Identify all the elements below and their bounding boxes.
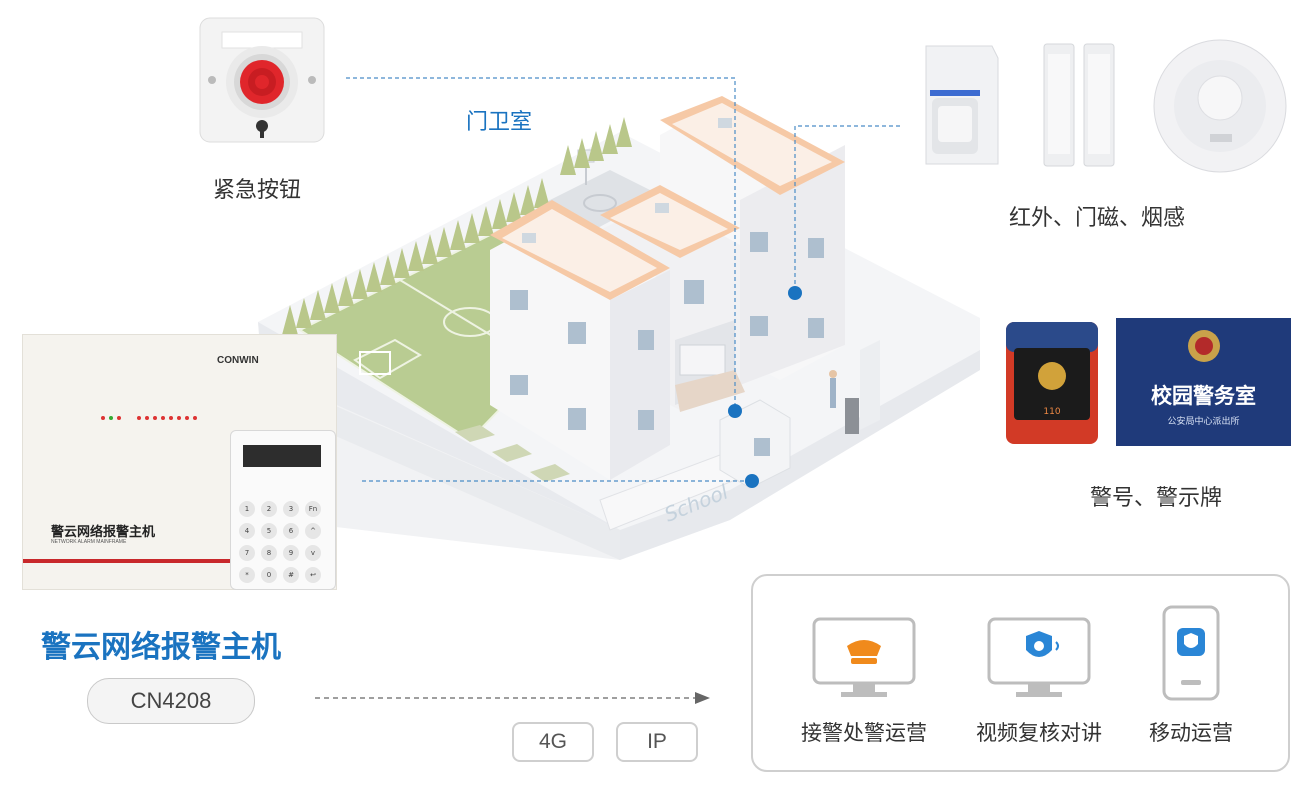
- shield-video-monitor-icon: [987, 617, 1091, 697]
- building-left: [490, 200, 670, 480]
- siren-code: 110: [1043, 407, 1060, 417]
- device-leds: [101, 416, 197, 420]
- pir-sensor-image: [925, 45, 999, 165]
- platform-label-video: 视频复核对讲: [976, 721, 1102, 745]
- siren-sign-label: 警号、警示牌: [1090, 486, 1223, 511]
- device-name-en: NETWORK ALARM MAINFRAME: [51, 539, 127, 545]
- device-name: 警云网络报警主机: [51, 525, 156, 540]
- keypad-key: Fn: [305, 501, 321, 517]
- police-cap-monitor-icon: [812, 617, 916, 697]
- device-brand: CONWIN: [217, 355, 259, 366]
- guard-room-label: 门卫室: [466, 110, 533, 135]
- panic-button-image: [199, 17, 325, 143]
- keypad-key: ^: [305, 523, 321, 539]
- keypad-key: 8: [261, 545, 277, 561]
- connector-dot-building: [788, 286, 802, 300]
- smoke-detector-image: [1153, 39, 1287, 173]
- sign-subtitle: 公安局中心派出所: [1167, 417, 1240, 427]
- model-badge: CN4208: [87, 678, 255, 724]
- connector-lines: [346, 77, 900, 482]
- police-sign-image: 校园警务室 公安局中心派出所: [1116, 318, 1291, 446]
- link-ip-tag: IP: [616, 722, 698, 762]
- platform-label-mobile: 移动运营: [1149, 721, 1233, 745]
- keypad-key: 6: [283, 523, 299, 539]
- keypad-key: 7: [239, 545, 255, 561]
- sign-title: 校园警务室: [1151, 384, 1256, 408]
- keypad-key: #: [283, 567, 299, 583]
- guard-room-building: [719, 340, 880, 489]
- keypad-key: ↩: [305, 567, 321, 583]
- link-4g-tag: 4G: [512, 722, 594, 762]
- planters: [455, 425, 570, 482]
- tree-row: [282, 117, 632, 335]
- police-badge-icon: [1188, 330, 1220, 362]
- keypad-key: 2: [261, 501, 277, 517]
- keypad-key: v: [305, 545, 321, 561]
- keypad-key: 3: [283, 501, 299, 517]
- sensors-label: 红外、门磁、烟感: [1009, 206, 1186, 231]
- keypad-key: 1: [239, 501, 255, 517]
- keypad-key: 0: [261, 567, 277, 583]
- connector-dot-guard: [728, 404, 742, 418]
- keypad-key: 5: [261, 523, 277, 539]
- device-red-stripe: [23, 559, 336, 563]
- keypad-key: *: [239, 567, 255, 583]
- connector-dot-gate: [745, 474, 759, 488]
- platform-label-dispatch: 接警处警运营: [801, 721, 927, 745]
- data-flow-arrow: [315, 692, 710, 704]
- keypad-display: [243, 445, 321, 467]
- keypad-key: 9: [283, 545, 299, 561]
- host-title: 警云网络报警主机: [41, 630, 281, 665]
- mobile-app-icon: [1162, 605, 1220, 701]
- platform-panel: 接警处警运营 视频复核对讲 移动运营: [751, 574, 1290, 772]
- siren-image: 110: [1006, 322, 1098, 444]
- keypad-key: 4: [239, 523, 255, 539]
- panic-button-label: 紧急按钮: [213, 178, 302, 203]
- door-magnet-image: [1043, 43, 1115, 167]
